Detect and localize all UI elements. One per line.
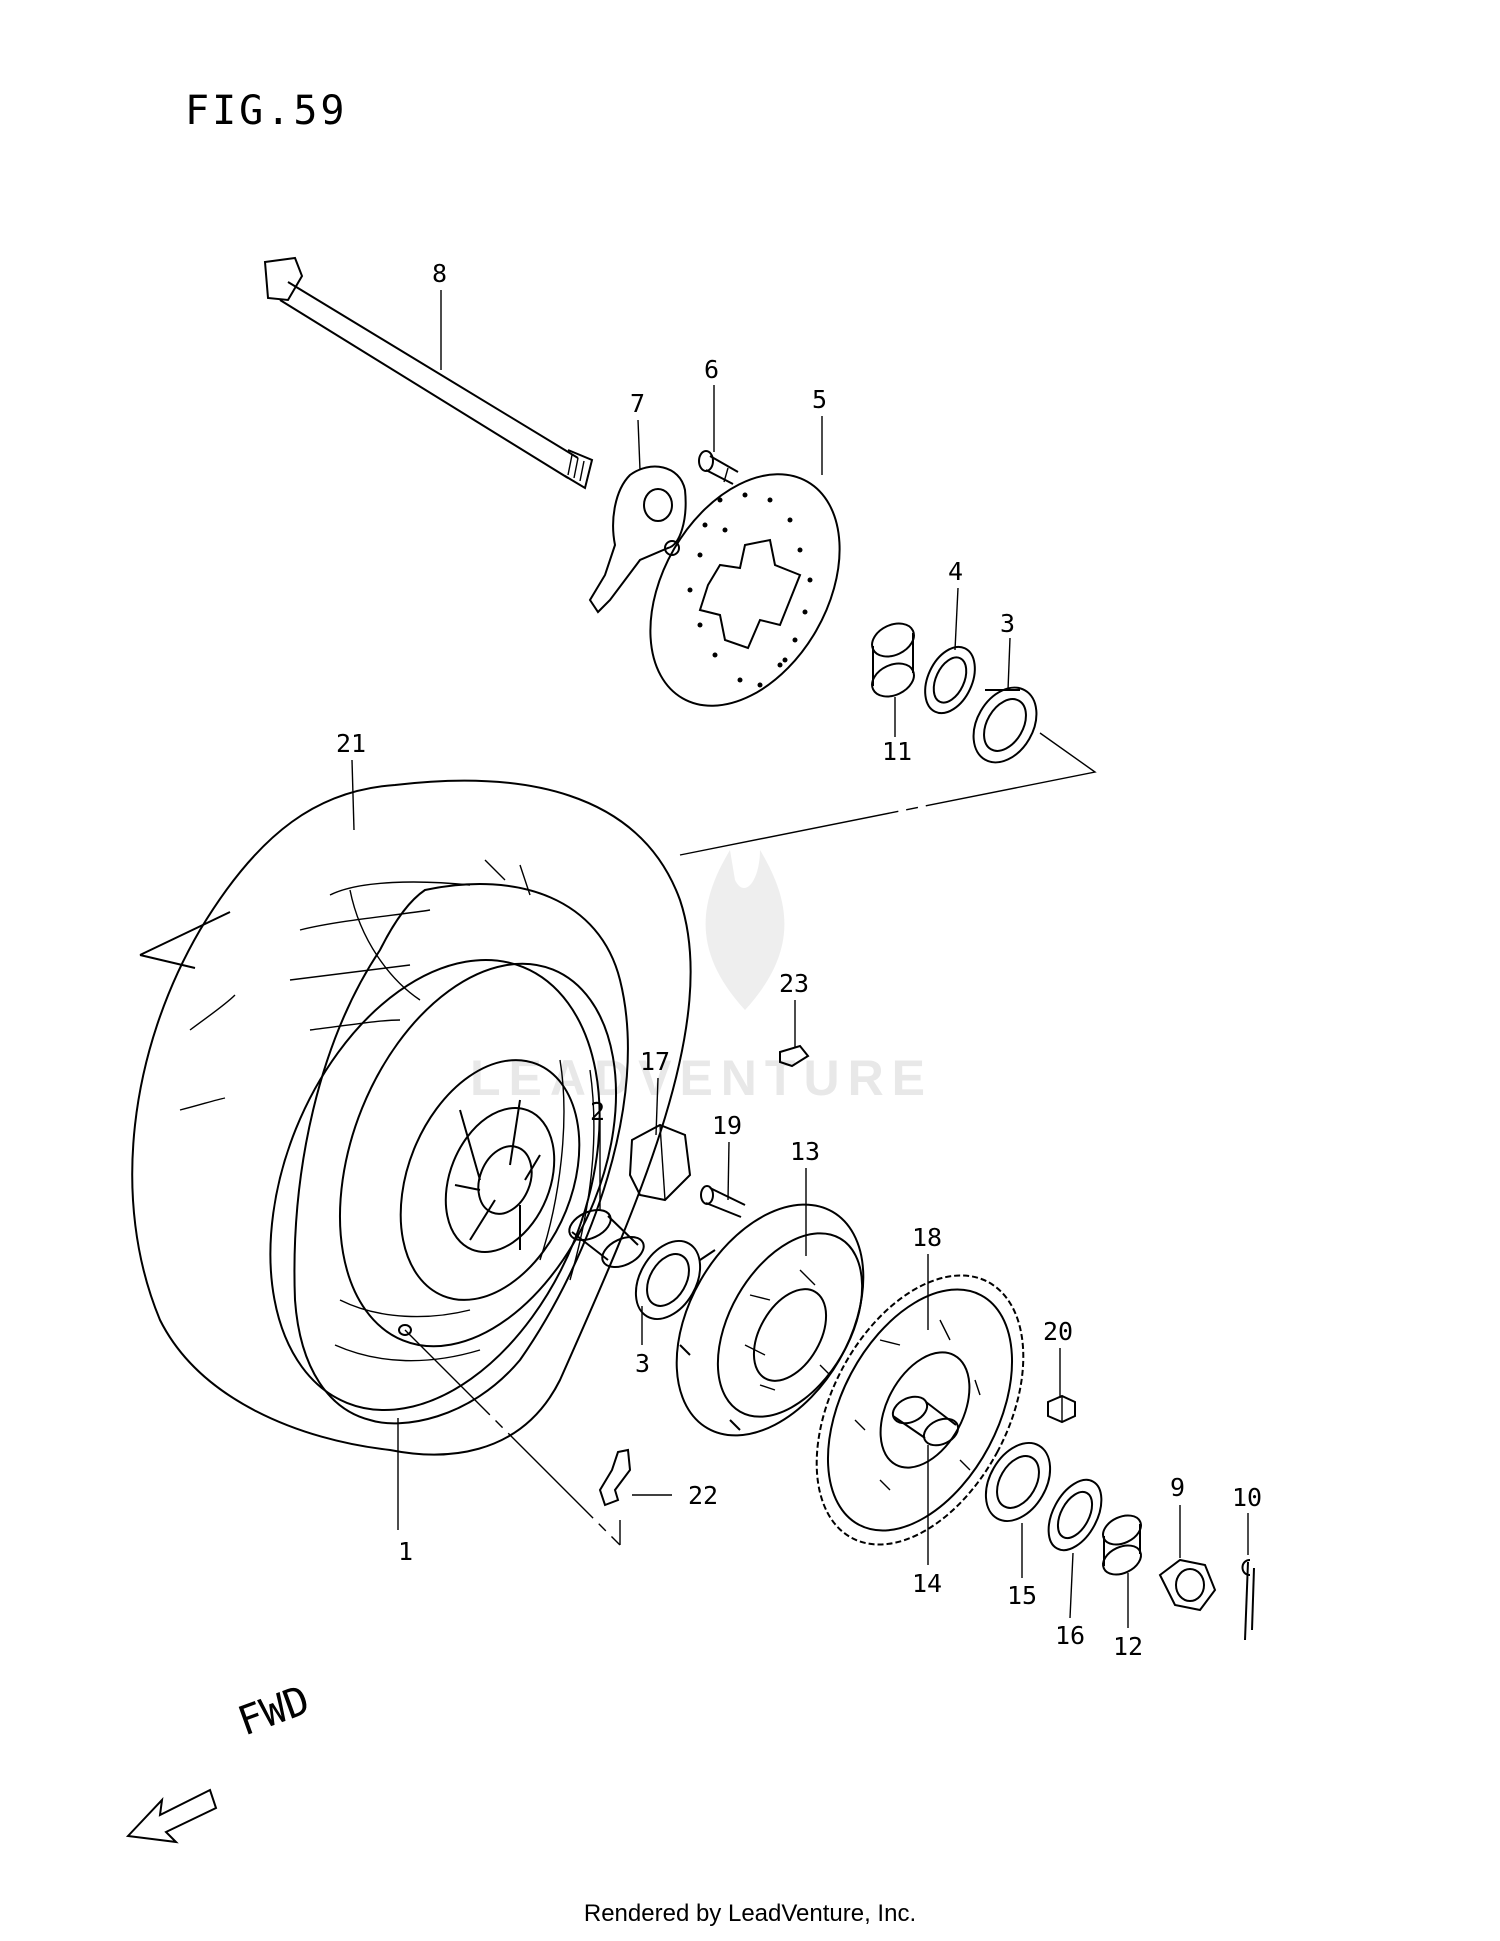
callout-7: 7 bbox=[630, 389, 645, 418]
callout-21: 21 bbox=[336, 729, 366, 758]
callout-11: 11 bbox=[882, 737, 912, 766]
sprocket-drum-part-13 bbox=[675, 1203, 865, 1437]
callout-8: 8 bbox=[432, 259, 447, 288]
disc-holes bbox=[687, 492, 813, 688]
callout-22: 22 bbox=[688, 1481, 718, 1510]
callout-5: 5 bbox=[812, 385, 827, 414]
bearing-part-3-lower bbox=[634, 1240, 702, 1320]
callout-12: 12 bbox=[1113, 1632, 1143, 1661]
callout-3-upper: 3 bbox=[1000, 609, 1015, 638]
valve-part-22 bbox=[598, 1448, 632, 1507]
collar-part-12 bbox=[1102, 1514, 1142, 1576]
callout-23: 23 bbox=[779, 969, 809, 998]
sprocket-spacer-part-14 bbox=[891, 1395, 960, 1447]
callout-17: 17 bbox=[640, 1047, 670, 1076]
callout-3-lower: 3 bbox=[635, 1349, 650, 1378]
callout-20: 20 bbox=[1043, 1317, 1073, 1346]
spacer-part-2 bbox=[568, 1208, 645, 1269]
bolt-part-19 bbox=[700, 1185, 746, 1218]
callout-2: 2 bbox=[590, 1097, 605, 1126]
assembly-leader-upper bbox=[679, 732, 1097, 856]
callout-4: 4 bbox=[948, 557, 963, 586]
brake-disc-part bbox=[649, 473, 841, 707]
forward-arrow-icon bbox=[125, 1788, 218, 1844]
bearing-part-15 bbox=[984, 1442, 1052, 1522]
watermark-text: LEADVENTURE bbox=[470, 1050, 933, 1106]
collar-part-11 bbox=[871, 622, 915, 698]
watermark: LEADVENTURE bbox=[470, 850, 933, 1106]
callout-16: 16 bbox=[1055, 1621, 1085, 1650]
callout-15: 15 bbox=[1007, 1581, 1037, 1610]
axle-part bbox=[263, 256, 594, 490]
axle-nut-part-9 bbox=[1158, 1558, 1217, 1612]
callout-numbers: 1 2 3 3 4 5 6 7 8 9 10 11 12 13 14 15 16… bbox=[336, 259, 1262, 1661]
footer-credit: Rendered by LeadVenture, Inc. bbox=[583, 1900, 917, 1927]
caliper-bracket-part bbox=[588, 465, 687, 614]
callout-13: 13 bbox=[790, 1137, 820, 1166]
tire-part bbox=[131, 779, 692, 1456]
callout-1: 1 bbox=[398, 1537, 413, 1566]
callout-9: 9 bbox=[1170, 1473, 1185, 1502]
figure-title: FIG.59 bbox=[185, 88, 348, 134]
oil-seal-part-16 bbox=[1047, 1478, 1103, 1552]
callout-19: 19 bbox=[712, 1111, 742, 1140]
oil-seal-part-4 bbox=[924, 645, 976, 715]
clip-part-23 bbox=[779, 1044, 810, 1068]
cotter-pin-part-10 bbox=[1241, 1559, 1255, 1641]
bolt-part-6 bbox=[698, 450, 739, 485]
callout-14: 14 bbox=[912, 1569, 942, 1598]
callout-6: 6 bbox=[704, 355, 719, 384]
callout-10: 10 bbox=[1232, 1483, 1262, 1512]
damper-part-17 bbox=[628, 1123, 692, 1202]
nut-part-20 bbox=[1047, 1394, 1076, 1424]
callout-18: 18 bbox=[912, 1223, 942, 1252]
leader-lines bbox=[351, 290, 1249, 1628]
wheel-rim-part bbox=[269, 958, 621, 1546]
bearing-part-3-upper bbox=[972, 686, 1038, 764]
